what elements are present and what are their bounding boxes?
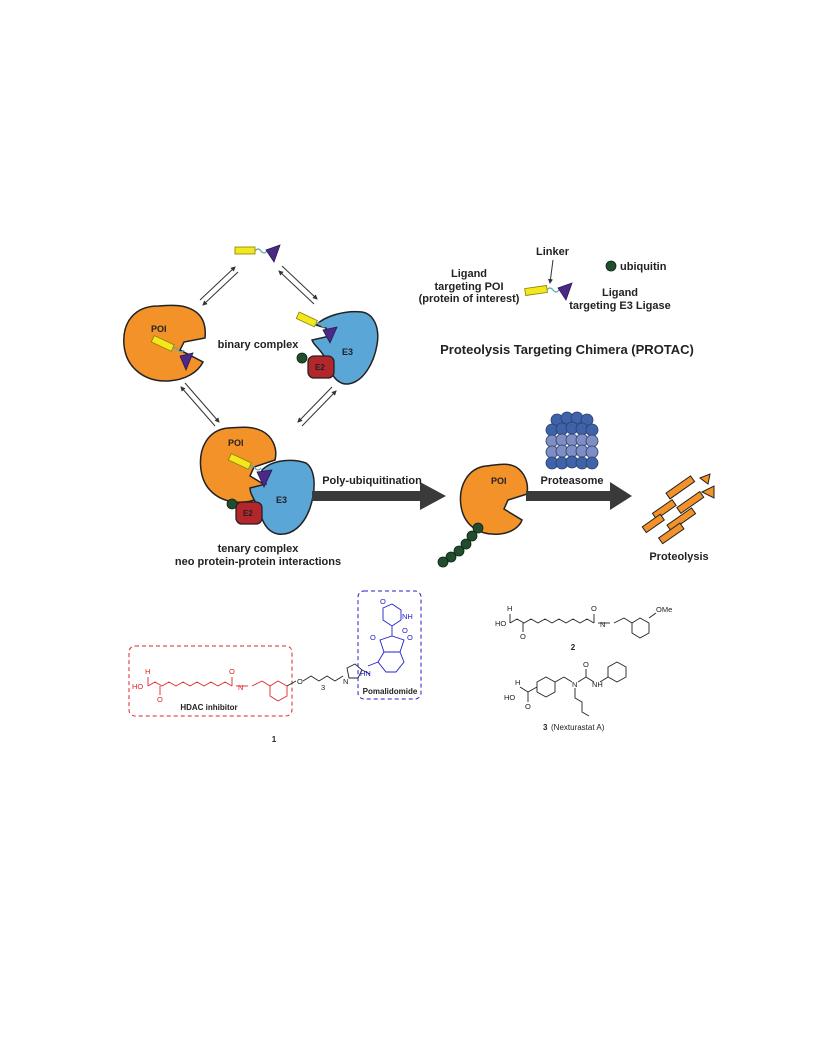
cmpd2-o1: O (520, 632, 526, 641)
e3-label-binary: E3 (342, 347, 353, 357)
hdac-o2: O (229, 667, 235, 676)
poly-ubiquitination-label: Poly-ubiquitination (322, 475, 422, 487)
hdac-o1: O (157, 695, 163, 704)
binary-poi: POI (123, 304, 206, 382)
proteasome-icon (545, 411, 599, 470)
pomalidomide-label: Pomalidomide (363, 687, 418, 696)
cmpd2-o2: O (591, 604, 597, 613)
cmpd3-ho: HO (504, 693, 515, 702)
pomalidomide-structure (367, 603, 405, 673)
binary-complex-label: binary complex (218, 339, 300, 351)
compound-2-number: 2 (571, 643, 576, 652)
linker-o: O (297, 677, 303, 686)
compound-3-name: (Nexturastat A) (551, 723, 605, 732)
poi-label-binary: POI (151, 324, 167, 334)
ligand-e3-label-2: targeting E3 Ligase (569, 300, 670, 312)
e2-label-tenary: E2 (243, 509, 253, 518)
hdac-nn: N (238, 683, 243, 692)
pom-nh: NH (402, 612, 413, 621)
cmpd2-ho: HO (495, 619, 506, 628)
protac-legend-molecule (524, 282, 573, 301)
poi-label-ub: POI (491, 476, 507, 486)
hdac-inhibitor-label: HDAC inhibitor (180, 703, 237, 712)
equilibrium-arrows (180, 265, 337, 427)
proteolysis-label: Proteolysis (649, 551, 708, 563)
linker-label: Linker (536, 246, 570, 258)
compound-1: HO H O O N HDAC inhibitor O 3 N O NH O O… (128, 590, 422, 744)
e2-label-binary: E2 (315, 363, 325, 372)
proteasome-label: Proteasome (541, 475, 604, 487)
compound-1-number: 1 (272, 735, 277, 744)
ubiquitin-label: ubiquitin (620, 261, 667, 273)
hdac-ho: HO (132, 682, 143, 691)
cmpd2-n: N (600, 620, 605, 629)
poly-ubiquitination-arrow (312, 482, 446, 510)
pom-o3: O (370, 633, 376, 642)
linker-structure (286, 663, 371, 687)
hdac-structure (147, 677, 288, 702)
ubiquitinated-poi: POI (437, 463, 529, 568)
protac-title: Proteolysis Targeting Chimera (PROTAC) (440, 342, 694, 357)
tenary-label-2: neo protein-protein interactions (175, 556, 341, 568)
protac-legend: Linker ubiquitin Ligand targeting POI (p… (419, 246, 694, 357)
e3-label-tenary: E3 (276, 495, 287, 505)
proteolysis-arrow (526, 482, 632, 510)
tenary-label-1: tenary complex (218, 543, 300, 555)
binary-e3: E3 E2 (295, 310, 379, 385)
cmpd3-nh: NH (592, 680, 603, 689)
pom-hn: HN (360, 669, 371, 678)
ligand-poi-label-2: targeting POI (434, 281, 503, 293)
triazole-n: N (343, 677, 348, 686)
compound-3-number: 3 (543, 723, 548, 732)
free-protac (234, 244, 281, 263)
cmpd2-ome: OMe (656, 605, 672, 614)
ligand-poi-label-1: Ligand (451, 268, 487, 280)
protein-fragments (641, 473, 715, 545)
pom-o2: O (402, 626, 408, 635)
compound-3: HO H O N O NH 3 (Nexturastat A) (504, 660, 627, 732)
pom-o4: O (407, 633, 413, 642)
pomalidomide-box (357, 590, 422, 700)
pom-o1: O (380, 597, 386, 606)
ligand-e3-label-1: Ligand (602, 287, 638, 299)
ligand-poi-label-3: (protein of interest) (419, 293, 520, 305)
cmpd3-o2: O (583, 660, 589, 669)
hdac-box (128, 645, 293, 717)
ubiquitin-legend-icon (605, 260, 617, 272)
cmpd3-h: H (515, 678, 520, 687)
cmpd3-o1: O (525, 702, 531, 711)
hdac-n: H (145, 667, 150, 676)
poi-label-tenary: POI (228, 438, 244, 448)
cmpd3-n: N (572, 680, 577, 689)
compound-2: HO H O O N OMe 2 (495, 604, 672, 652)
tenary-complex: POI E3 E2 (199, 426, 315, 535)
linker-sub3: 3 (321, 683, 325, 692)
ubiquitin-chain (437, 522, 484, 568)
cmpd2-h: H (507, 604, 512, 613)
